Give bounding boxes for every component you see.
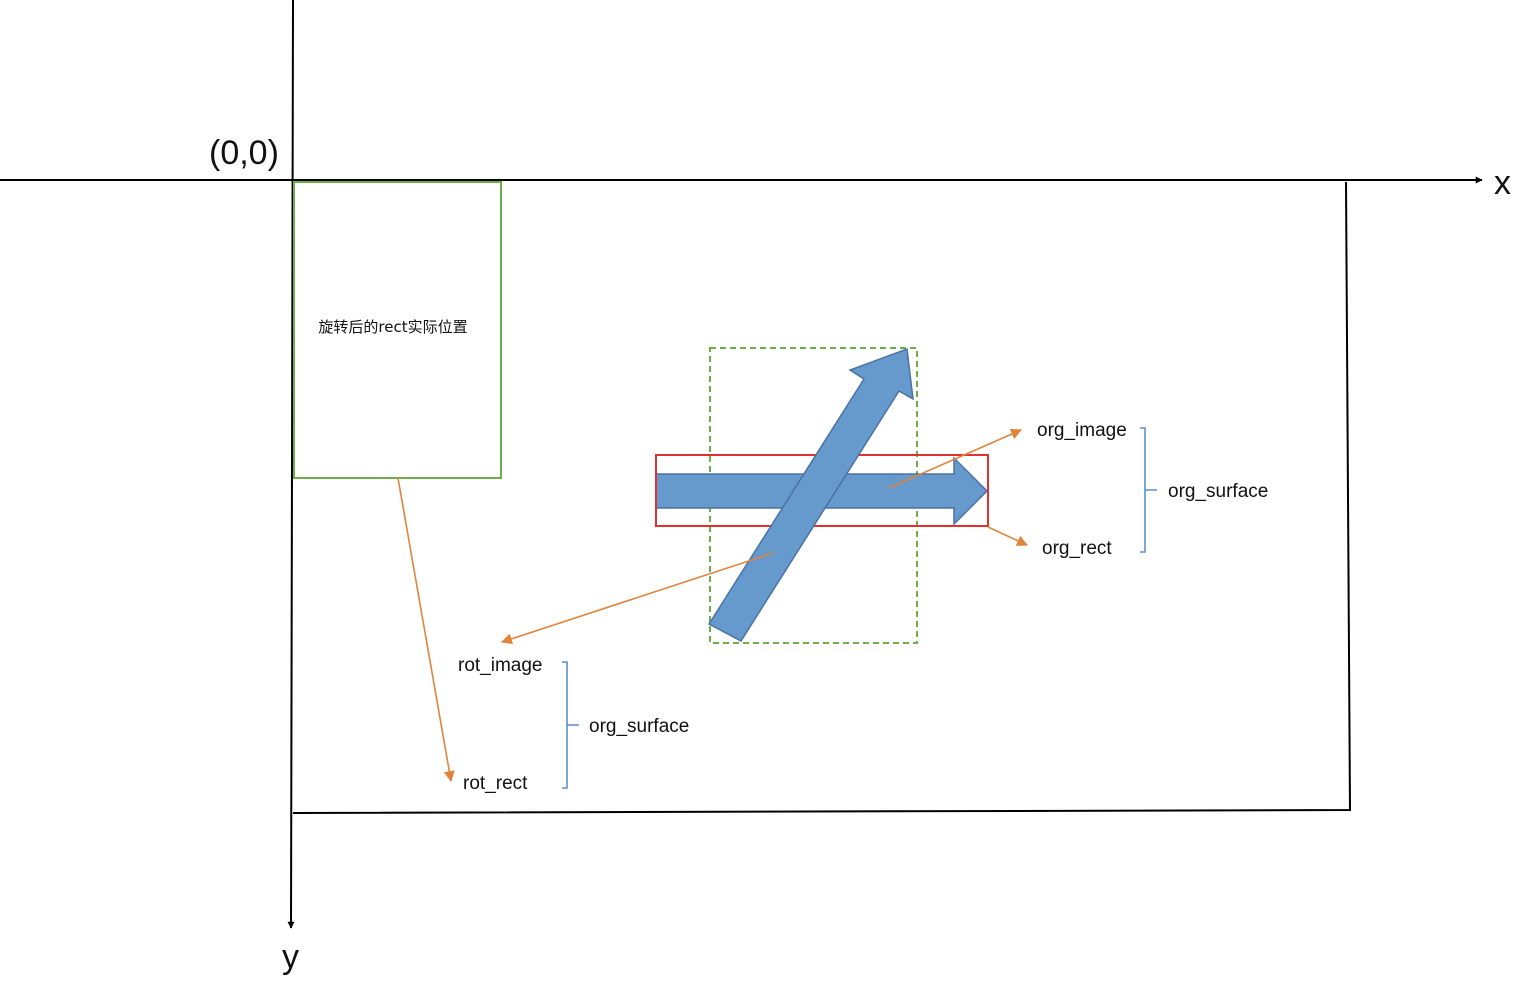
org-surface-label-left: org_surface <box>589 716 689 737</box>
y-axis-label: y <box>282 938 299 976</box>
rotated-rect-note: 旋转后的rect实际位置 <box>318 318 467 336</box>
rot-rect-label: rot_rect <box>463 773 528 794</box>
surface-frame <box>292 181 1352 814</box>
y-axis <box>287 0 295 929</box>
org-rect-label: org_rect <box>1042 538 1112 559</box>
org-image-label: org_image <box>1037 420 1127 441</box>
rot-image-arrow <box>707 347 914 642</box>
org-surface-label-right: org_surface <box>1168 481 1268 502</box>
pointer-rot-image <box>500 552 774 645</box>
origin-label: (0,0) <box>209 134 279 172</box>
pointer-rot-rect <box>397 477 455 783</box>
x-axis-label: x <box>1494 164 1511 202</box>
bracket-left <box>562 661 579 789</box>
pointer-org-image <box>888 428 1023 489</box>
bracket-right <box>1140 427 1157 553</box>
pointer-org-rect <box>987 526 1028 546</box>
rot-image-label: rot_image <box>458 655 543 676</box>
rotated-rect-actual-box <box>293 181 502 479</box>
